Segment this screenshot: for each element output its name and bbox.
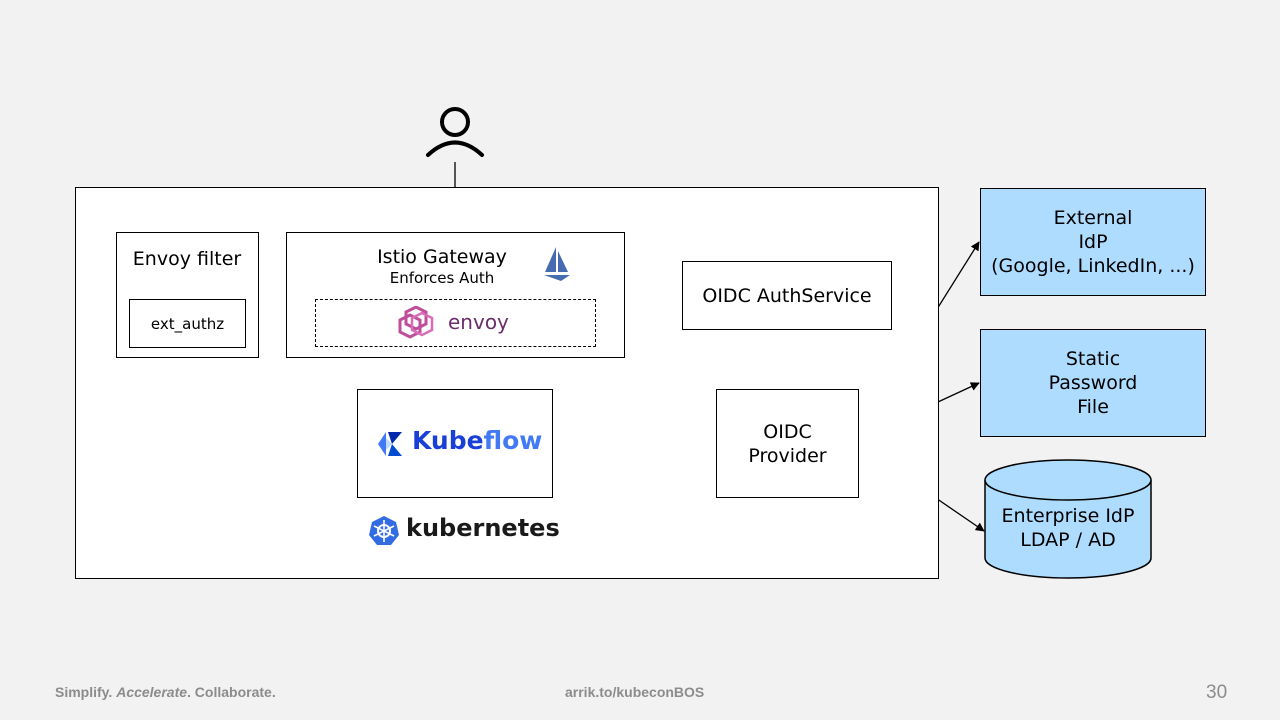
oidc-provider-line2: Provider	[748, 444, 827, 467]
envoy-filter-title: Envoy filter	[132, 248, 242, 270]
istio-logo-icon	[544, 247, 570, 281]
enterprise-idp-line2: LDAP / AD	[1020, 529, 1116, 551]
kubernetes-logo-icon	[369, 516, 399, 545]
enterprise-idp-label: Enterprise IdP LDAP / AD	[983, 498, 1153, 558]
static-password-box: Static Password File	[980, 329, 1206, 437]
footer-url[interactable]: arrik.to/kubeconBOS	[565, 684, 705, 700]
kubeflow-logo-text-kube: Kube	[412, 426, 484, 455]
footer-tagline-1: Simplify.	[55, 684, 113, 700]
kubeflow-logo-icon	[378, 432, 402, 456]
static-password-line3: File	[1077, 396, 1109, 418]
envoy-proxy-dashed-box: envoy	[315, 299, 596, 347]
envoy-logo-icon	[398, 306, 434, 339]
enterprise-idp-line1: Enterprise IdP	[1001, 505, 1135, 527]
istio-gateway-subtitle: Enforces Auth	[389, 269, 495, 287]
envoy-filter-box: Envoy filter ext_authz	[116, 232, 259, 358]
footer-tagline-3: . Collaborate.	[187, 684, 276, 700]
oidc-provider-line1: OIDC	[763, 420, 812, 443]
static-password-line1: Static	[1065, 348, 1121, 370]
static-password-line2: Password	[1048, 372, 1138, 394]
kubeflow-box: Kubeflow	[357, 389, 553, 498]
page-number: 30	[1206, 682, 1228, 703]
oidc-authservice-box: OIDC AuthService	[682, 261, 892, 330]
kubernetes-logo-text: kubernetes	[406, 514, 560, 542]
footer-tagline-2: Accelerate	[116, 684, 188, 700]
enterprise-idp-database-icon	[984, 459, 1152, 579]
ext-authz-label: ext_authz	[150, 314, 225, 333]
user-icon	[426, 107, 484, 157]
kubeflow-logo-text-flow: flow	[483, 426, 543, 455]
footer-tagline: Simplify. Accelerate. Collaborate.	[55, 684, 276, 700]
external-idp-box: External IdP (Google, LinkedIn, ...)	[980, 188, 1206, 296]
oidc-authservice-label: OIDC AuthService	[702, 284, 872, 307]
external-idp-line3: (Google, LinkedIn, ...)	[991, 255, 1195, 277]
istio-gateway-title: Istio Gateway	[377, 246, 507, 268]
envoy-logo-text: envoy	[448, 310, 509, 334]
ext-authz-box: ext_authz	[129, 299, 246, 348]
oidc-provider-box: OIDC Provider	[716, 389, 859, 498]
external-idp-line1: External	[1053, 207, 1133, 229]
istio-gateway-box: Istio Gateway Enforces Auth envoy	[286, 232, 625, 358]
external-idp-line2: IdP	[1078, 231, 1108, 253]
kubeflow-logo-text: Kubeflow	[412, 426, 542, 455]
